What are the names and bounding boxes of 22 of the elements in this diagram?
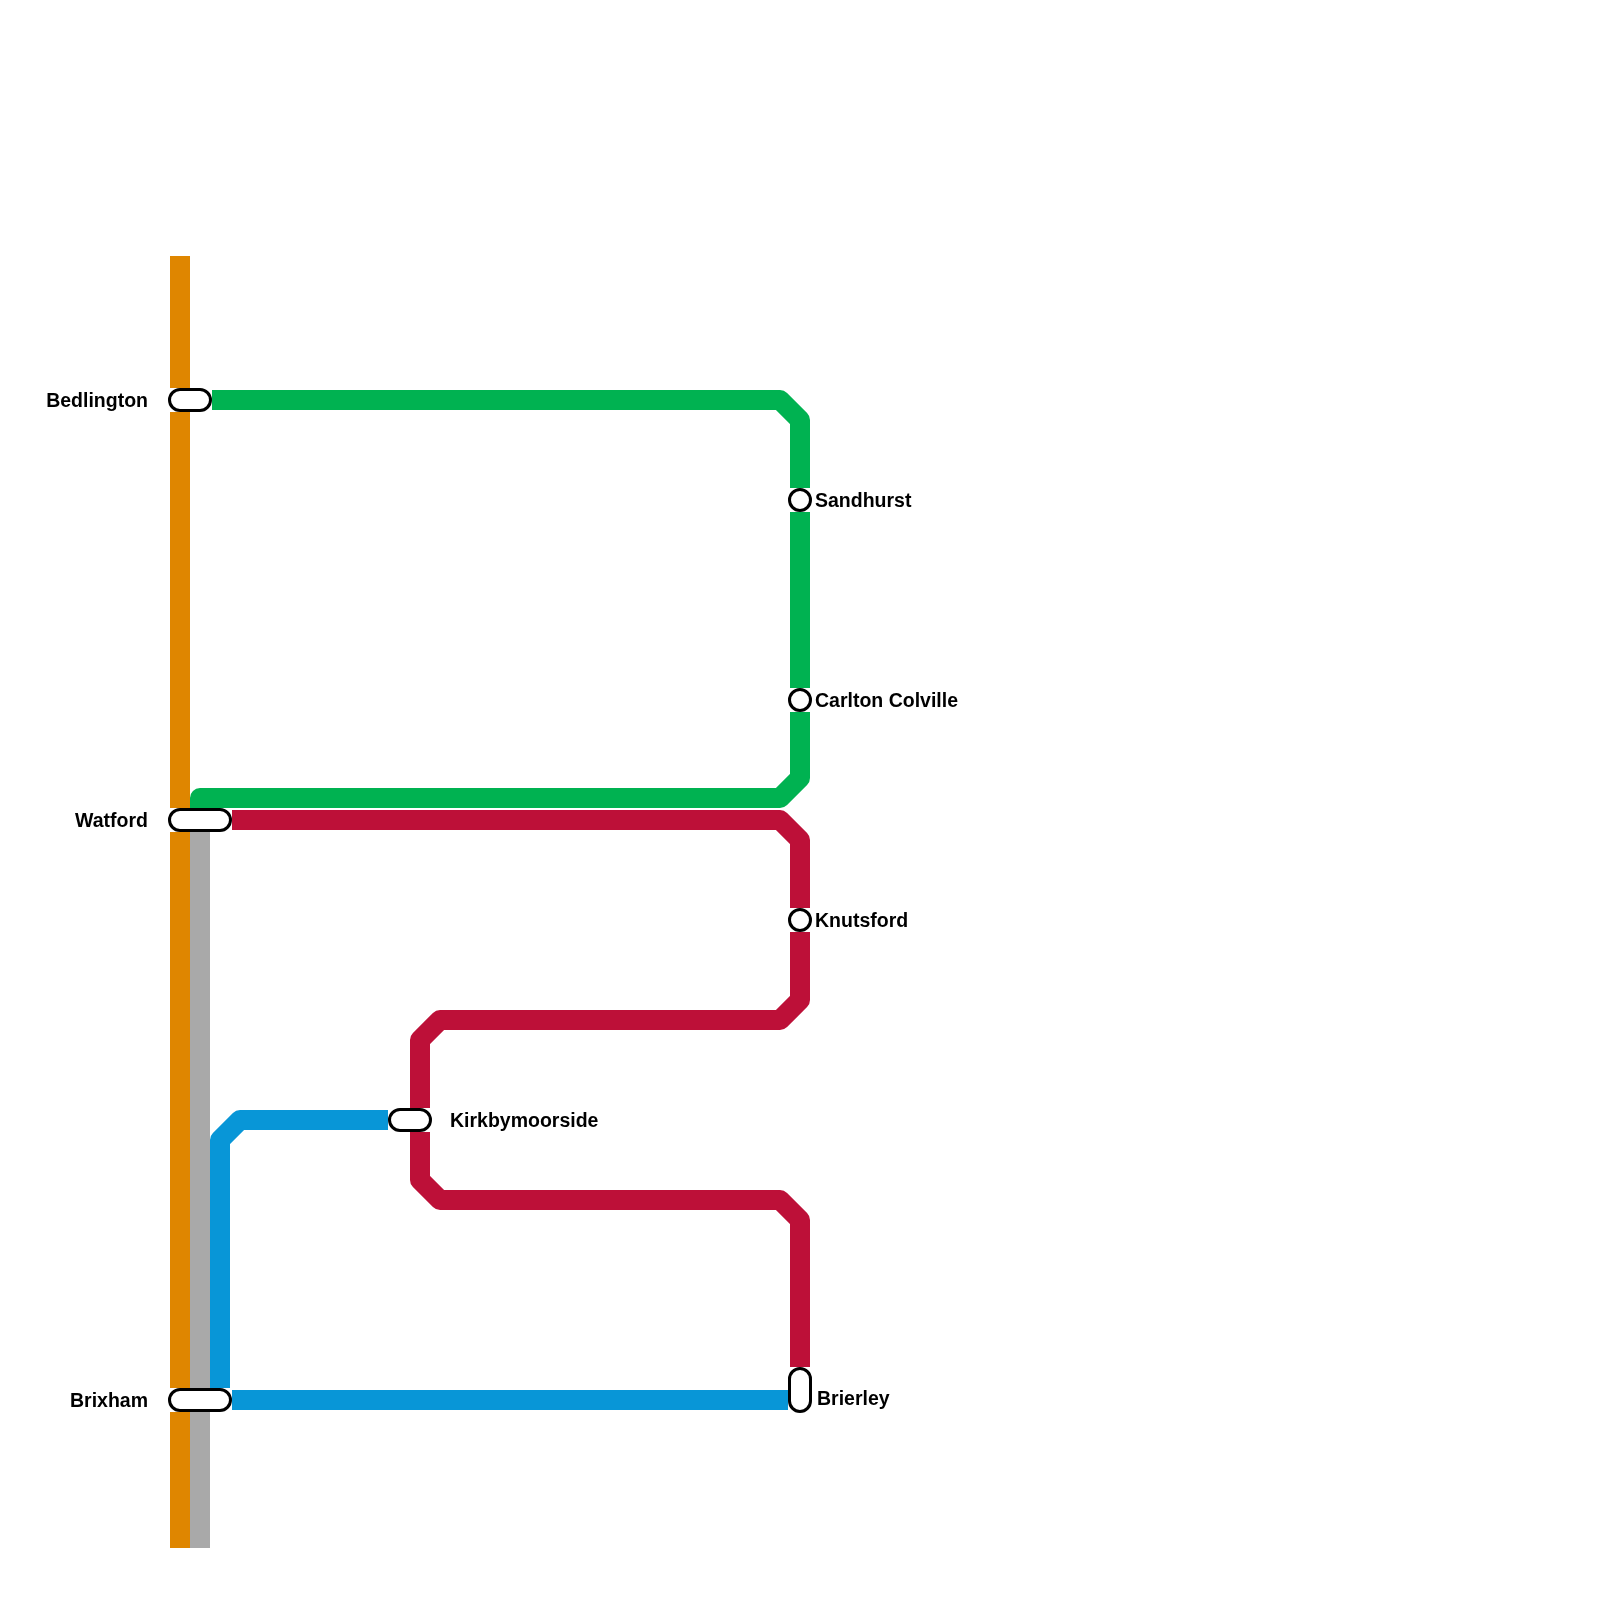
metro-line [190,712,810,810]
station-name: Watford [75,809,148,831]
metro-line [410,1132,810,1367]
metro-line [790,512,810,688]
station-name: Knutsford [815,909,909,931]
station-name: Carlton Colville [815,689,959,711]
station-name: Brierley [817,1387,890,1409]
station-name: Sandhurst [815,489,912,511]
metro-line [170,256,190,388]
metro-line [210,1110,388,1388]
metro-line [410,932,810,1108]
station-name: Brixham [69,1389,148,1411]
station-name: Kirkbymoorside [450,1109,599,1131]
metro-line [190,1412,210,1548]
metro-line [170,832,190,1388]
metro-line [170,1412,190,1548]
station-name: Bedlington [46,389,148,411]
metro-line [212,390,810,488]
metro-line [232,810,810,908]
metro-line [170,412,190,808]
metro-line [232,1390,788,1410]
metro-line [190,832,210,1388]
